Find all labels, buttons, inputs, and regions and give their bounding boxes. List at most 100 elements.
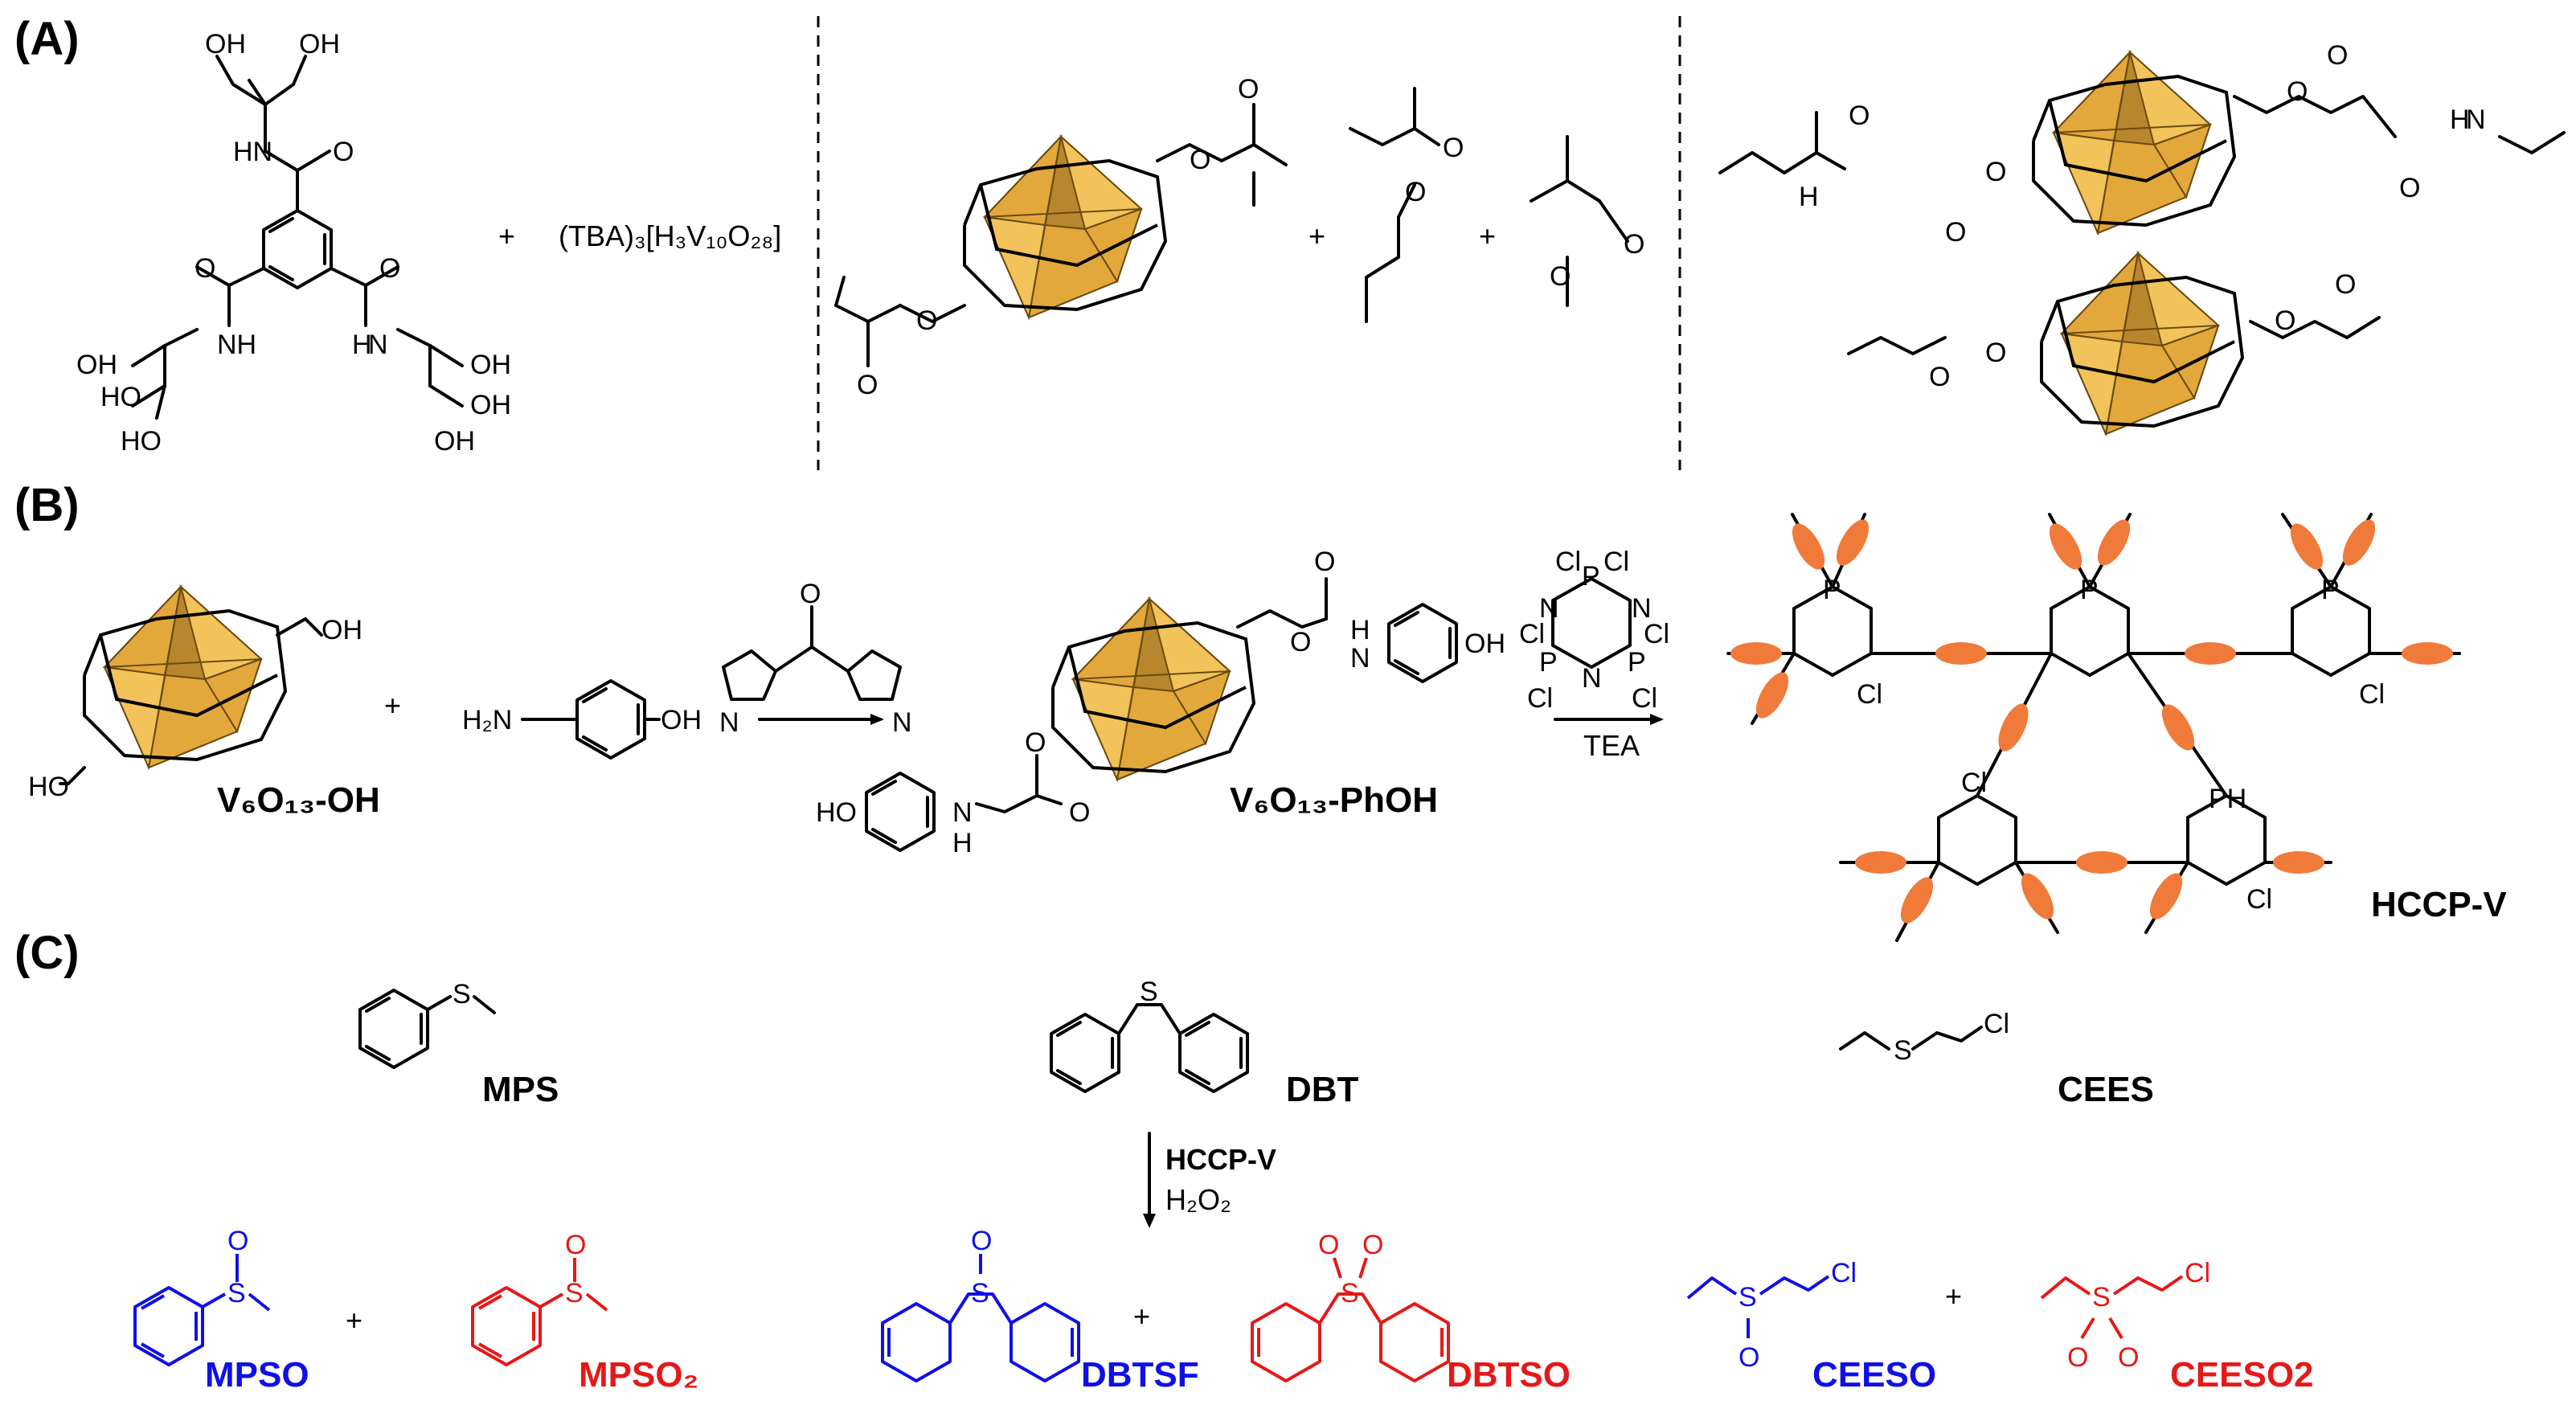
atom-h-r1: H: [1799, 182, 1819, 212]
atom-o-p3: O: [1025, 727, 1046, 758]
dbtso-o2: O: [1362, 1230, 1383, 1260]
hccp-p-1: P: [1582, 561, 1600, 592]
dbtso-label: DBTSO: [1447, 1355, 1571, 1395]
reaction-arrow-3: [1143, 1132, 1156, 1228]
atom-o-r8: O: [1985, 338, 2006, 368]
cees-cl: Cl: [1984, 1009, 2009, 1039]
hccp-n-2: N: [1539, 593, 1559, 624]
hccp-v-label: HCCP-V: [2371, 885, 2507, 924]
atom-n-cdi2: N: [892, 707, 912, 738]
atom-o-b1: O: [1443, 133, 1464, 163]
v6o13-phoh-cluster: [1051, 597, 1255, 781]
atom-o-m3: O: [916, 305, 937, 336]
h2n-label: H₂N: [462, 705, 512, 735]
plus-c3: +: [1945, 1280, 1962, 1313]
mpso2-o: O: [565, 1230, 586, 1260]
net-cl-2: Cl: [2359, 679, 2385, 710]
atom-ho-2: HO: [121, 426, 162, 457]
dbtsf-s: S: [971, 1278, 989, 1309]
hccp-cl-5: Cl: [1527, 683, 1553, 714]
tris-amide-ligand: OH OH HN O O O NH H N OH HO HO OH OH OH: [76, 29, 511, 457]
dbtso-o1: O: [1318, 1230, 1339, 1260]
ho-label-b4: HO: [816, 797, 857, 828]
hccp-p-2: P: [1539, 647, 1558, 678]
atom-n-p2: N: [952, 797, 973, 828]
plus-c1: +: [346, 1304, 362, 1337]
hccp-p-3: P: [1628, 647, 1646, 678]
atom-o-r2: O: [1945, 217, 1966, 248]
plus-a1: +: [498, 219, 515, 252]
hccp-cl-4: Cl: [1644, 619, 1669, 649]
v6o13-oh-label: V₆O₁₃-OH: [217, 780, 380, 820]
plus-a3: +: [1479, 219, 1496, 252]
atom-oh-1: OH: [205, 29, 246, 59]
atom-oh-5: OH: [470, 390, 511, 420]
atom-o-3: O: [379, 253, 400, 284]
v6o13-phoh-label: V₆O₁₃-PhOH: [1230, 780, 1438, 820]
atom-o-r4: O: [2287, 76, 2308, 107]
hccp-cl-6: Cl: [1632, 683, 1657, 714]
atom-o-r10: O: [2335, 269, 2356, 300]
atom-o-r9: O: [2275, 305, 2295, 336]
ceeso-label: CEESO: [1812, 1355, 1936, 1395]
reagent-tba-decavanadate: (TBA)₃[H₃V₁₀O₂₈]: [559, 219, 781, 252]
reaction-arrow-1: [758, 714, 884, 725]
hccp-v-network: [1726, 513, 2461, 942]
atom-hn-1: HN: [233, 137, 272, 167]
catalyst-label: HCCP-V: [1165, 1143, 1276, 1176]
net-ph: PH: [2209, 784, 2246, 814]
atom-h-p1: H: [1350, 615, 1370, 645]
ceeso2-o1: O: [2067, 1342, 2088, 1373]
oxidant-label: H₂O₂: [1165, 1183, 1231, 1216]
dbt-label: DBT: [1286, 1070, 1359, 1109]
hccp-reagent: [1551, 577, 1632, 669]
cdi-reagent: [722, 605, 902, 701]
oh-label-b3: OH: [1464, 629, 1505, 659]
ceeso2-label: CEESO2: [2170, 1355, 2314, 1395]
mps-label: MPS: [482, 1070, 559, 1109]
atom-h-r2: H: [2450, 104, 2470, 135]
ceeso2-cl: Cl: [2185, 1258, 2210, 1288]
atom-oh-2: OH: [299, 29, 340, 59]
atom-o-r3: O: [1985, 157, 2006, 187]
hccp-n-1: N: [1632, 593, 1652, 624]
net-p-1: P: [1823, 575, 1841, 605]
atom-o-p1: O: [1290, 627, 1311, 657]
atom-o-r6: O: [2399, 173, 2420, 203]
hccp-cl-2: Cl: [1603, 547, 1629, 577]
atom-o-2: O: [195, 253, 215, 284]
atom-o-p2: O: [1314, 547, 1335, 577]
panel-c-label: (C): [14, 927, 80, 979]
dbtsf-label: DBTSF: [1081, 1355, 1199, 1395]
reaction-arrow-2: [1554, 714, 1664, 725]
atom-ho-b1: HO: [28, 772, 69, 802]
cees-s: S: [1894, 1035, 1912, 1066]
atom-o-1: O: [333, 137, 354, 167]
atom-n-p1: N: [1350, 643, 1370, 674]
atom-n-1: N: [368, 330, 388, 360]
ceeso-cl: Cl: [1831, 1258, 1857, 1288]
dbtsf-o: O: [971, 1226, 992, 1256]
atom-oh-b1: OH: [321, 615, 362, 645]
plus-c2: +: [1133, 1300, 1150, 1333]
hccp-cl-1: Cl: [1555, 547, 1581, 577]
mpso-label: MPSO: [205, 1355, 309, 1395]
oh-label-b2: OH: [661, 705, 702, 735]
net-p-2: P: [2080, 575, 2099, 605]
plus-b1: +: [384, 689, 401, 722]
hccp-cl-3: Cl: [1519, 619, 1545, 649]
net-cl-4: Cl: [2246, 884, 2272, 915]
atom-o-r1: O: [1849, 100, 1870, 131]
atom-h-p2: H: [952, 828, 973, 858]
v6o13-oh-cluster: [83, 585, 287, 769]
atom-n-cdi1: N: [719, 707, 739, 738]
panel-b-label: (B): [14, 479, 80, 531]
atom-nh-1: NH: [217, 330, 256, 360]
atom-n-r1: N: [2466, 104, 2486, 135]
ceeso-o: O: [1738, 1342, 1759, 1373]
atom-o-p4: O: [1069, 797, 1090, 828]
mps-s: S: [453, 979, 471, 1010]
atom-o-r5: O: [2327, 40, 2348, 71]
dimethacrylate-cluster: [2040, 252, 2244, 436]
